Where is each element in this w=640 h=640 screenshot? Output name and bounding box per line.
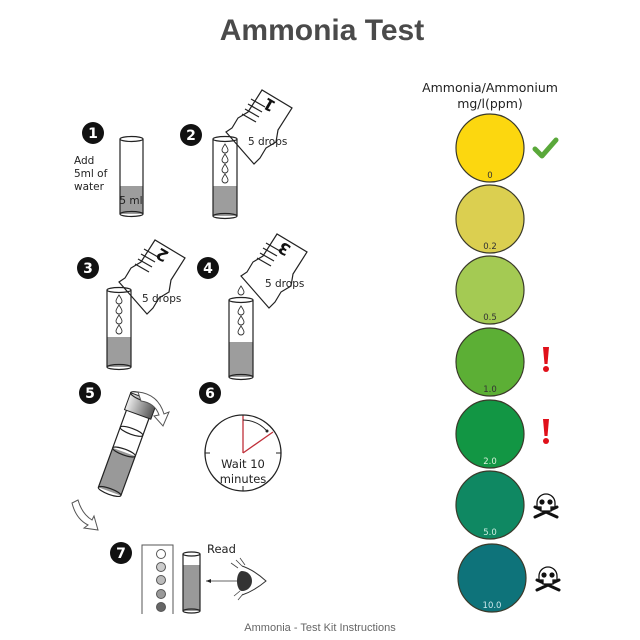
step-2: 2 1 5 drops bbox=[180, 89, 293, 220]
step-5: 5 bbox=[71, 382, 170, 531]
color-level-2.0: 2.0 bbox=[455, 399, 549, 469]
color-level-0: 0 bbox=[455, 113, 559, 183]
rotate-arrow-icon bbox=[71, 499, 99, 531]
exclamation-icon bbox=[543, 419, 549, 444]
tube-label: 5 ml bbox=[119, 195, 142, 207]
color-swatch bbox=[455, 327, 525, 397]
scale-header: Ammonia/Ammonium bbox=[422, 80, 558, 95]
clock-icon bbox=[204, 414, 282, 492]
eye-icon bbox=[230, 557, 267, 601]
svg-text:3: 3 bbox=[83, 261, 93, 277]
step-number-badge bbox=[180, 124, 202, 146]
scale-unit: mg/l(ppm) bbox=[457, 96, 523, 111]
color-value-label: 10.0 bbox=[483, 601, 502, 611]
color-swatch bbox=[455, 184, 525, 254]
drops-label: 5 drops bbox=[265, 278, 304, 290]
svg-text:2: 2 bbox=[186, 128, 196, 144]
svg-text:minutes: minutes bbox=[220, 472, 267, 486]
color-swatch bbox=[455, 255, 525, 325]
step-6: 6 Wait 10 minutes bbox=[199, 382, 282, 492]
color-swatch bbox=[455, 399, 525, 469]
step-number-badge bbox=[199, 382, 221, 404]
svg-text:1: 1 bbox=[88, 126, 98, 142]
color-level-1.0: 1.0 bbox=[455, 327, 549, 397]
color-value-label: 1.0 bbox=[483, 385, 497, 395]
color-swatch bbox=[457, 543, 527, 613]
capped-tube bbox=[97, 391, 158, 498]
footer-caption: Ammonia - Test Kit Instructions bbox=[244, 622, 396, 634]
color-level-10.0: 10.0 bbox=[457, 543, 561, 613]
svg-text:5ml of: 5ml of bbox=[74, 168, 108, 180]
step-1-text: Add bbox=[74, 155, 94, 167]
svg-text:7: 7 bbox=[116, 546, 126, 562]
svg-text:3: 3 bbox=[275, 238, 294, 260]
check-icon bbox=[532, 137, 559, 159]
color-value-label: 0.5 bbox=[483, 313, 497, 323]
color-level-0.2: 0.2 bbox=[455, 184, 525, 254]
svg-text:1: 1 bbox=[260, 94, 279, 116]
color-card bbox=[141, 544, 174, 614]
svg-text:water: water bbox=[74, 181, 105, 193]
color-swatch bbox=[455, 470, 525, 540]
step-number-badge bbox=[79, 382, 101, 404]
color-value-label: 5.0 bbox=[483, 528, 497, 538]
svg-text:5: 5 bbox=[85, 386, 95, 402]
drops-label: 5 drops bbox=[248, 136, 287, 148]
reagent-bottle-3: 3 bbox=[240, 233, 308, 309]
step-number-badge bbox=[77, 257, 99, 279]
step-7: 7 Read bbox=[110, 542, 267, 614]
exclamation-icon bbox=[543, 347, 549, 372]
step-number-badge bbox=[82, 122, 104, 144]
color-value-label: 2.0 bbox=[483, 457, 497, 467]
page-title: Ammonia Test bbox=[220, 14, 424, 47]
skull-icon bbox=[535, 565, 561, 592]
reagent-bottle-1: 1 bbox=[225, 89, 293, 165]
step-number-badge bbox=[110, 542, 132, 564]
color-value-label: 0.2 bbox=[483, 242, 497, 252]
color-value-label: 0 bbox=[487, 171, 492, 181]
svg-text:6: 6 bbox=[205, 386, 215, 402]
read-label: Read bbox=[207, 542, 236, 556]
svg-text:2: 2 bbox=[153, 244, 172, 266]
svg-text:4: 4 bbox=[203, 261, 213, 277]
color-scale: Ammonia/Ammonium mg/l(ppm) 0 0.2 0.5 1.0 2.0… bbox=[422, 80, 561, 613]
color-swatch bbox=[455, 113, 525, 183]
color-level-0.5: 0.5 bbox=[455, 255, 525, 325]
skull-icon bbox=[533, 492, 559, 519]
step-1: 1 Add 5ml of water 5 ml bbox=[74, 122, 144, 218]
step-3: 3 2 5 drops bbox=[77, 239, 186, 371]
drops-label: 5 drops bbox=[142, 293, 181, 305]
rotate-arrow-icon bbox=[137, 391, 170, 427]
step-number-badge bbox=[197, 257, 219, 279]
color-level-5.0: 5.0 bbox=[455, 470, 559, 540]
step-4: 4 3 5 drops bbox=[197, 233, 308, 381]
wait-text: Wait 10 bbox=[221, 457, 265, 471]
